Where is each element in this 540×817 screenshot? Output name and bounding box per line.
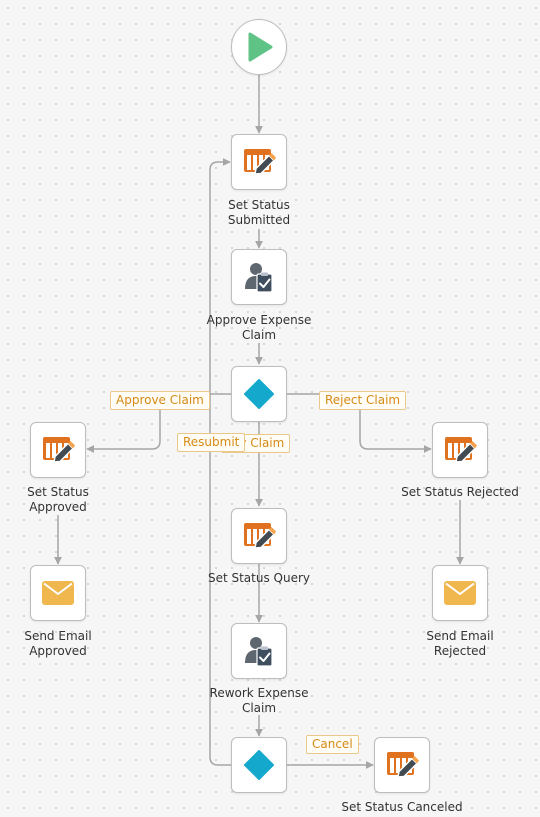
approve-expense-claim-node[interactable] — [231, 249, 287, 305]
set-status-query-node[interactable] — [231, 508, 287, 564]
set-status-query-label: Set Status Query — [207, 571, 311, 585]
table-edit-icon — [43, 437, 75, 463]
edge-resubmit-loop[interactable] — [209, 158, 231, 766]
table-edit-icon — [445, 437, 477, 463]
set-status-canceled-label: Set Status Canceled — [341, 800, 463, 814]
set-status-submitted-label: Set Status Submitted — [227, 198, 291, 227]
set-status-submitted-node[interactable] — [231, 134, 287, 190]
start-node[interactable] — [231, 19, 287, 75]
table-edit-icon — [387, 752, 419, 778]
table-edit-icon — [244, 523, 276, 549]
approve-expense-claim-label: Approve Expense Claim — [206, 313, 312, 342]
user-task-icon — [245, 637, 273, 667]
send-email-approved-node[interactable] — [30, 565, 86, 621]
envelope-icon — [42, 581, 74, 605]
play-icon — [248, 32, 273, 62]
set-status-rejected-label: Set Status Rejected — [401, 485, 519, 499]
table-edit-icon — [244, 149, 276, 175]
set-status-approved-node[interactable] — [30, 422, 86, 478]
envelope-icon — [444, 581, 476, 605]
edge-label-reject-claim[interactable]: Reject Claim — [319, 391, 407, 410]
rework-expense-claim-node[interactable] — [231, 623, 287, 679]
send-email-rejected-label: Send Email Rejected — [426, 629, 494, 658]
send-email-rejected-node[interactable] — [432, 565, 488, 621]
send-email-approved-label: Send Email Approved — [24, 629, 92, 658]
user-task-icon — [245, 263, 273, 293]
decision-diamond-icon — [244, 379, 274, 409]
decision-approval-node[interactable] — [231, 366, 287, 422]
edge-label-resubmit[interactable]: Resubmit — [177, 433, 246, 452]
edge-label-approve-claim[interactable]: Approve Claim — [110, 391, 210, 410]
set-status-rejected-node[interactable] — [432, 422, 488, 478]
rework-expense-claim-label: Rework Expense Claim — [209, 686, 309, 715]
decision-rework-node[interactable] — [231, 737, 287, 793]
set-status-approved-label: Set Status Approved — [27, 485, 89, 514]
set-status-canceled-node[interactable] — [374, 737, 430, 793]
edge-label-cancel[interactable]: Cancel — [306, 735, 359, 754]
decision-diamond-icon — [244, 750, 274, 780]
